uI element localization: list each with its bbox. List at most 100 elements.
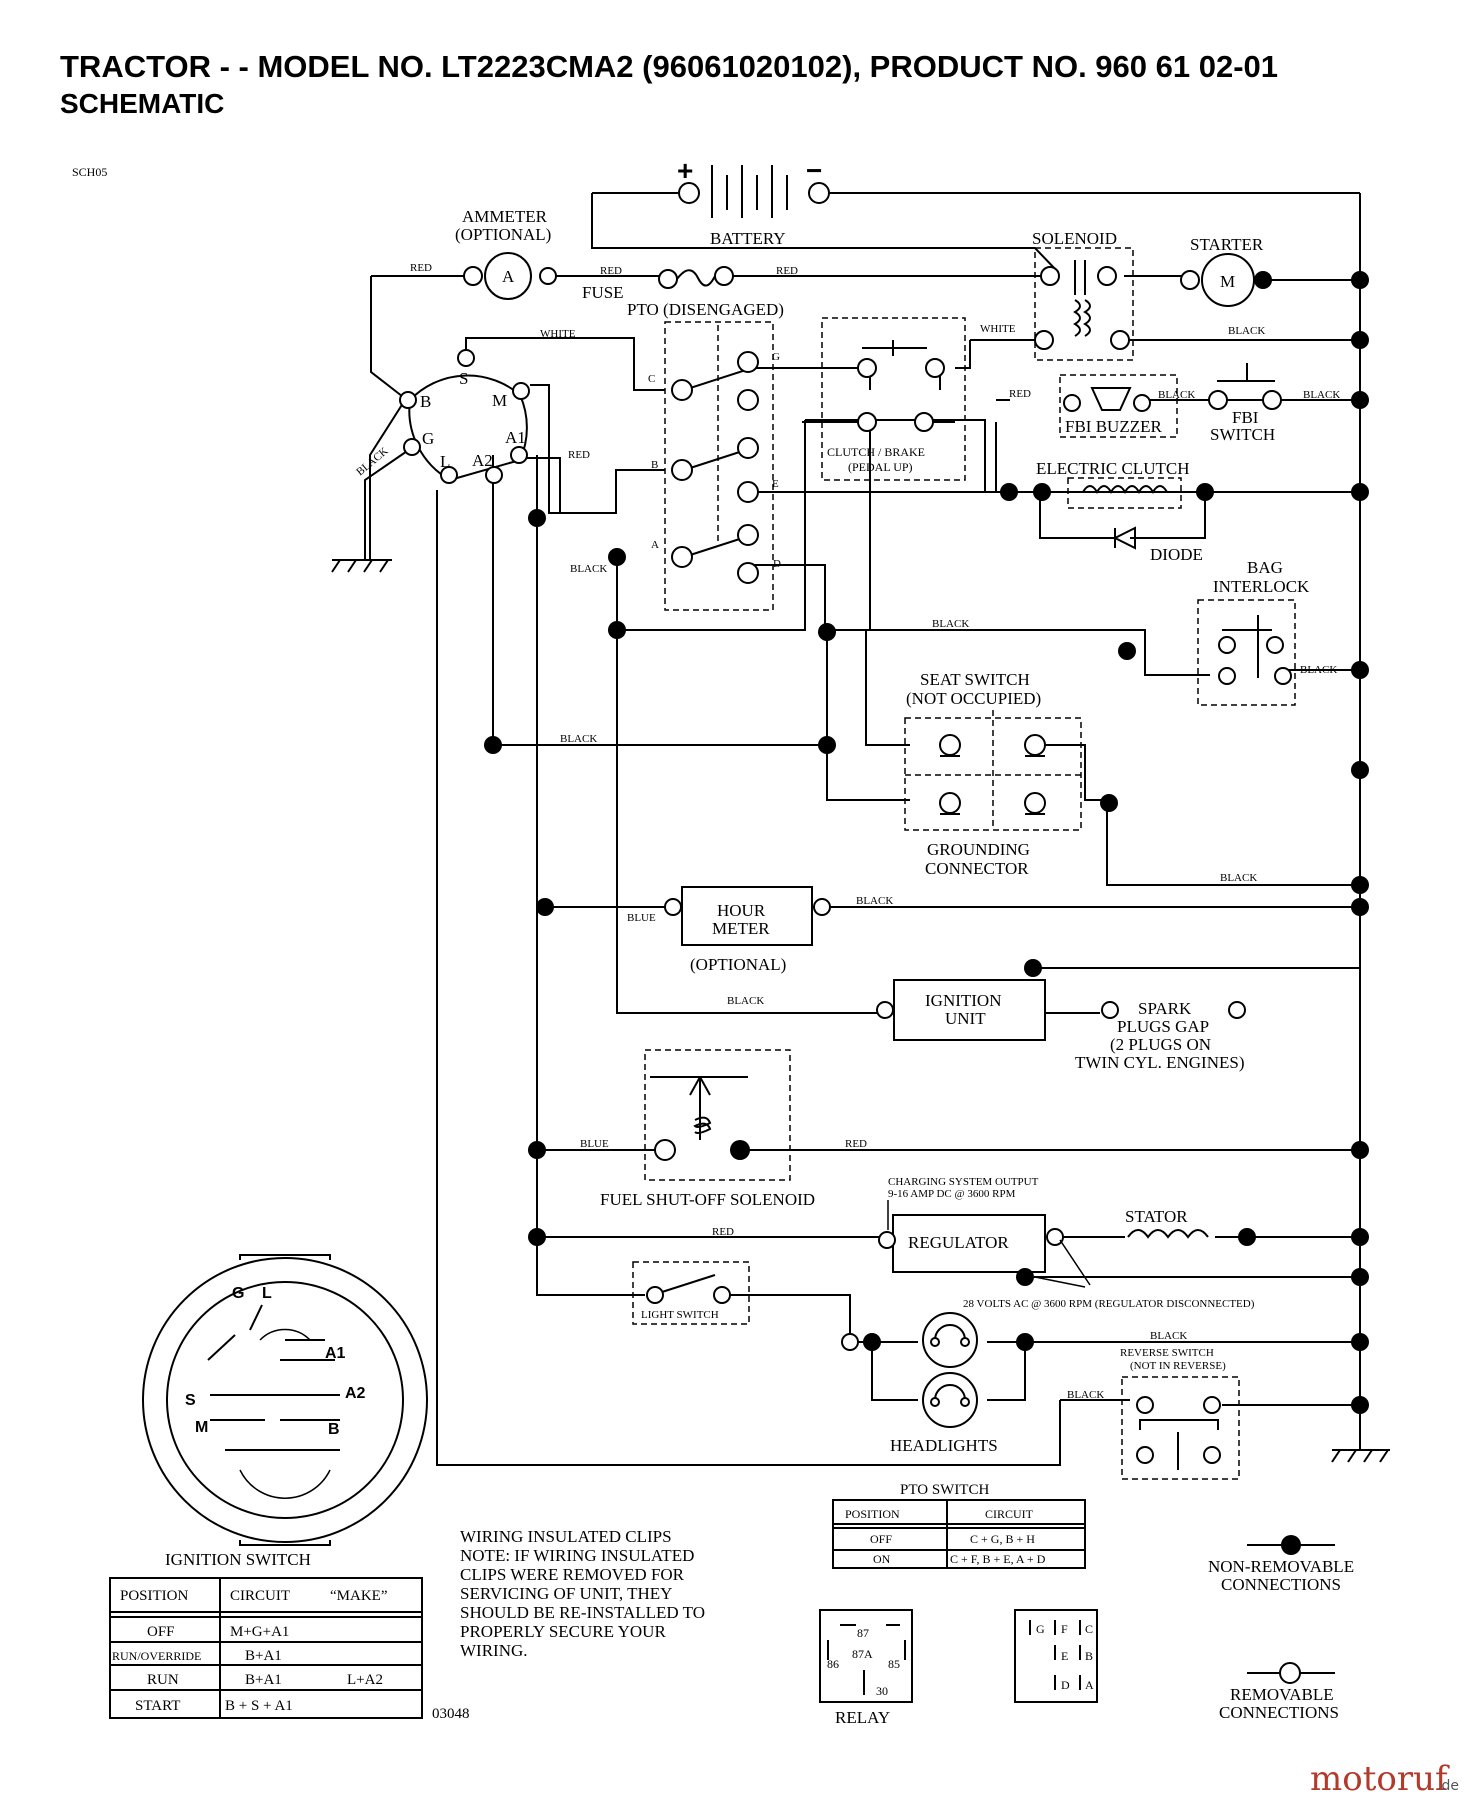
face-label-s: S <box>185 1392 196 1409</box>
ignition-unit-sub-label: UNIT <box>945 1009 986 1028</box>
pto-table-title: PTO SWITCH <box>900 1482 989 1498</box>
fuse: FUSE RED RED <box>582 265 798 302</box>
pto-switch-module: PTO (DISENGAGED) C G B E A D BLACK <box>570 300 784 611</box>
fbi-switch: FBI SWITCH BLACK <box>1208 363 1340 444</box>
ign-row-circuit: B + S + A1 <box>225 1698 293 1714</box>
wire-label-black: BLACK <box>1220 872 1257 884</box>
face-label-l: L <box>262 1285 272 1302</box>
reverse-switch-label: REVERSE SWITCH <box>1120 1347 1214 1359</box>
wire-label-red: RED <box>600 265 622 277</box>
wire-label-black: BLACK <box>727 995 764 1007</box>
watermark-brand: motoruf <box>1310 1759 1450 1799</box>
pto-term-b: B <box>651 459 658 471</box>
term-b: B <box>420 392 431 411</box>
term-a2: A2 <box>472 451 493 470</box>
ignition-unit-label: IGNITION <box>925 991 1001 1010</box>
legend-removable: REMOVABLE CONNECTIONS <box>1219 1662 1339 1722</box>
wire-label-black: BLACK <box>1067 1389 1104 1401</box>
ground-symbol-left <box>331 559 392 573</box>
ammeter: AMMETER (OPTIONAL) A RED <box>410 207 557 300</box>
page-title: TRACTOR - - MODEL NO. LT2223CMA2 (960610… <box>60 49 1278 84</box>
ignition-code: 03048 <box>432 1706 470 1722</box>
ignition-unit: IGNITION UNIT SPARK PLUGS GAP (2 PLUGS O… <box>727 979 1246 1072</box>
light-switch: LIGHT SWITCH <box>632 1261 750 1325</box>
solenoid-label: SOLENOID <box>1032 229 1117 248</box>
ign-header-position: POSITION <box>120 1588 189 1604</box>
spark-label: SPARK <box>1138 999 1192 1018</box>
stator-label: STATOR <box>1125 1207 1188 1226</box>
legend-nonremovable-sub-label: CONNECTIONS <box>1221 1575 1341 1594</box>
pto-switch-table: PTO SWITCH POSITION CIRCUIT OFF C + G, B… <box>832 1482 1086 1569</box>
fbi-switch-label: FBI <box>1232 408 1259 427</box>
bag-interlock-sub-label: INTERLOCK <box>1213 577 1310 596</box>
pto-row-pos: OFF <box>870 1532 892 1546</box>
battery: + − BATTERY <box>677 155 830 248</box>
seat-switch: SEAT SWITCH (NOT OCCUPIED) GROUNDING CON… <box>560 618 1257 884</box>
hour-meter: HOUR METER (OPTIONAL) BLUE BLACK <box>627 886 893 974</box>
term-g: G <box>422 429 434 448</box>
solenoid: SOLENOID <box>1032 229 1134 361</box>
ign-row-pos: RUN/OVERRIDE <box>112 1649 201 1663</box>
ign-header-circuit: CIRCUIT <box>230 1588 290 1604</box>
starter: STARTER M <box>1180 235 1272 307</box>
grounding-sub-label: CONNECTOR <box>925 859 1029 878</box>
term-a1: A1 <box>505 428 526 447</box>
grounding-label: GROUNDING <box>927 840 1030 859</box>
term-s: S <box>459 369 468 388</box>
charging-label: CHARGING SYSTEM OUTPUT <box>888 1176 1039 1188</box>
legend-nonremovable-label: NON-REMOVABLE <box>1208 1557 1354 1576</box>
face-label-a2: A2 <box>345 1385 366 1402</box>
stator: STATOR 28 VOLTS AC @ 3600 RPM (REGULATOR… <box>963 1207 1256 1310</box>
pto-pinout: G F C E B D A <box>1014 1609 1098 1703</box>
spark-plugs-label: (2 PLUGS ON <box>1110 1035 1211 1054</box>
bag-interlock-label: BAG <box>1247 558 1283 577</box>
ignition-switch-face: G L A1 A2 S M B <box>142 1254 428 1546</box>
wire-label-black: BLACK <box>856 895 893 907</box>
face-label-b: B <box>328 1421 340 1438</box>
face-label-m: M <box>195 1419 208 1436</box>
ign-row-pos: START <box>135 1698 180 1714</box>
pto-term-a: A <box>651 539 659 551</box>
pto-header-circuit: CIRCUIT <box>985 1507 1034 1521</box>
relay-pin-85: 85 <box>888 1657 900 1671</box>
wire-label-white: WHITE <box>540 328 576 340</box>
note-line: SERVICING OF UNIT, THEY <box>460 1584 672 1603</box>
ign-row-circuit: M+G+A1 <box>230 1624 289 1640</box>
ignition-switch-table: POSITION CIRCUIT “MAKE” OFF M+G+A1 RUN/O… <box>109 1577 423 1719</box>
ign-row-pos: OFF <box>147 1624 175 1640</box>
pto-pin: E <box>1061 1649 1068 1663</box>
ign-row-circuit: B+A1 <box>245 1672 282 1688</box>
page-subtitle: SCHEMATIC <box>60 88 224 119</box>
wire-label-red: RED <box>712 1226 734 1238</box>
pto-pin: A <box>1085 1678 1094 1692</box>
wire-label-blue: BLUE <box>627 912 656 924</box>
legend-removable-label: REMOVABLE <box>1230 1685 1334 1704</box>
wire-label-black: BLACK <box>560 733 597 745</box>
ign-row-pos: RUN <box>147 1672 179 1688</box>
electric-clutch: ELECTRIC CLUTCH DIODE <box>1036 459 1206 564</box>
pto-pin: B <box>1085 1649 1093 1663</box>
battery-label: BATTERY <box>710 229 786 248</box>
term-m: M <box>492 391 507 410</box>
legend-removable-sub-label: CONNECTIONS <box>1219 1703 1339 1722</box>
relay-label: RELAY <box>835 1708 890 1727</box>
wire-label-red: RED <box>776 265 798 277</box>
fuel-shutoff-label: FUEL SHUT-OFF SOLENOID <box>600 1190 815 1209</box>
wire-label-blue: BLUE <box>580 1138 609 1150</box>
hour-meter-optional-label: (OPTIONAL) <box>690 955 786 974</box>
relay-pin-86: 86 <box>827 1657 839 1671</box>
regulator: CHARGING SYSTEM OUTPUT 9-16 AMP DC @ 360… <box>712 1176 1064 1273</box>
face-label-g: G <box>232 1285 244 1302</box>
charging-rate-label: 9-16 AMP DC @ 3600 RPM <box>888 1188 1016 1200</box>
ammeter-label: AMMETER <box>462 207 548 226</box>
note-line: WIRING. <box>460 1641 528 1660</box>
note-line: SHOULD BE RE-INSTALLED TO <box>460 1603 705 1622</box>
pto-term-d: D <box>773 558 781 570</box>
wire-label-black: BLACK <box>1158 389 1195 401</box>
seat-switch-label: SEAT SWITCH <box>920 670 1030 689</box>
fbi-switch-sub-label: SWITCH <box>1210 425 1275 444</box>
wiring <box>335 192 1361 1466</box>
pto-term-g: G <box>772 351 780 363</box>
reverse-switch: REVERSE SWITCH (NOT IN REVERSE) BLACK <box>1067 1347 1240 1480</box>
